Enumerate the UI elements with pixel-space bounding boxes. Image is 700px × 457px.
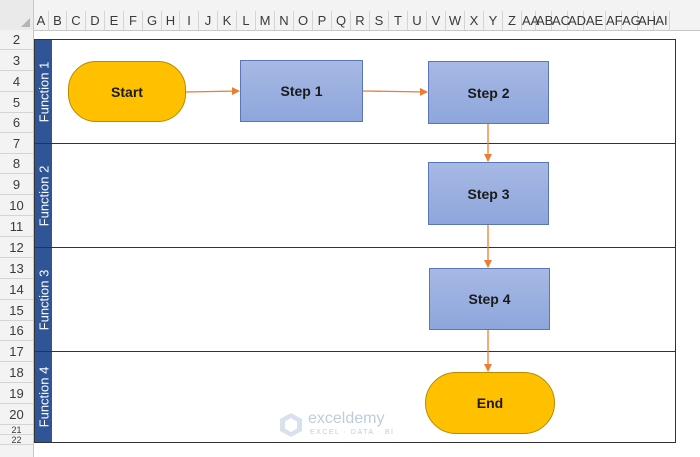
column-header-d[interactable]: D <box>86 11 105 30</box>
lane-function-1: Function 1 <box>35 40 675 144</box>
column-header-ai[interactable]: AI <box>654 11 670 30</box>
row-header-8[interactable]: 8 <box>0 154 33 174</box>
column-header-s[interactable]: S <box>370 11 389 30</box>
step-1-process-shape[interactable]: Step 1 <box>240 60 363 122</box>
watermark: exceldemy EXCEL · DATA · BI <box>278 410 438 440</box>
column-header-ac[interactable]: AC <box>552 11 571 30</box>
column-header-af[interactable]: AF <box>606 11 623 30</box>
step-2-process-shape[interactable]: Step 2 <box>428 61 549 124</box>
row-header-17[interactable]: 17 <box>0 341 33 362</box>
row-header-11[interactable]: 11 <box>0 216 33 237</box>
column-header-p[interactable]: P <box>313 11 332 30</box>
row-header-7[interactable]: 7 <box>0 133 33 154</box>
column-header-e[interactable]: E <box>105 11 124 30</box>
column-header-i[interactable]: I <box>180 11 199 30</box>
column-header-ad[interactable]: AD <box>568 11 587 30</box>
column-header-h[interactable]: H <box>162 11 180 30</box>
column-header-ah[interactable]: AH <box>638 11 657 30</box>
column-header-v[interactable]: V <box>427 11 446 30</box>
row-header-20[interactable]: 20 <box>0 404 33 425</box>
end-terminal-shape[interactable]: End <box>425 372 555 434</box>
column-header-c[interactable]: C <box>67 11 86 30</box>
column-header-ag[interactable]: AG <box>622 11 641 30</box>
start-terminal-shape[interactable]: Start <box>68 61 186 122</box>
watermark-tagline: EXCEL · DATA · BI <box>310 429 395 436</box>
row-header-3[interactable]: 3 <box>0 50 33 71</box>
row-header-13[interactable]: 13 <box>0 258 33 279</box>
lane-label[interactable]: Function 2 <box>35 144 52 247</box>
column-header-k[interactable]: K <box>218 11 237 30</box>
column-header-f[interactable]: F <box>124 11 143 30</box>
row-header-16[interactable]: 16 <box>0 321 33 341</box>
column-header-l[interactable]: L <box>237 11 256 30</box>
lane-function-2: Function 2 <box>35 144 675 248</box>
column-header-y[interactable]: Y <box>484 11 503 30</box>
column-header-q[interactable]: Q <box>332 11 351 30</box>
row-header-4[interactable]: 4 <box>0 71 33 92</box>
column-header-g[interactable]: G <box>143 11 162 30</box>
lane-label[interactable]: Function 3 <box>35 248 52 351</box>
column-header-ab[interactable]: AB <box>536 11 554 30</box>
column-header-m[interactable]: M <box>256 11 275 30</box>
column-header-o[interactable]: O <box>294 11 313 30</box>
row-header-5[interactable]: 5 <box>0 92 33 113</box>
watermark-logo-icon <box>280 413 302 437</box>
lane-function-3: Function 3 <box>35 248 675 352</box>
column-header-x[interactable]: X <box>465 11 484 30</box>
lane-label[interactable]: Function 4 <box>35 352 52 442</box>
row-header-14[interactable]: 14 <box>0 279 33 300</box>
column-header-b[interactable]: B <box>49 11 67 30</box>
step-3-process-shape[interactable]: Step 3 <box>428 162 549 225</box>
column-header-n[interactable]: N <box>275 11 294 30</box>
column-header-z[interactable]: Z <box>503 11 522 30</box>
row-header-9[interactable]: 9 <box>0 174 33 195</box>
column-header-u[interactable]: U <box>408 11 427 30</box>
column-header-ae[interactable]: AE <box>584 11 606 30</box>
row-header-10[interactable]: 10 <box>0 195 33 216</box>
column-header-aa[interactable]: AA <box>522 11 540 30</box>
row-header-21[interactable]: 21 <box>0 425 33 435</box>
row-header-6[interactable]: 6 <box>0 113 33 133</box>
step-4-process-shape[interactable]: Step 4 <box>429 268 550 330</box>
row-header-2[interactable]: 2 <box>0 30 33 50</box>
select-all-corner[interactable] <box>0 0 34 30</box>
row-header-19[interactable]: 19 <box>0 383 33 404</box>
row-header-12[interactable]: 12 <box>0 237 33 258</box>
watermark-name: exceldemy <box>308 410 385 427</box>
column-header-j[interactable]: J <box>199 11 218 30</box>
row-header-22[interactable]: 22 <box>0 435 33 445</box>
column-header-a[interactable]: A <box>34 11 49 30</box>
lane-label[interactable]: Function 1 <box>35 40 52 143</box>
column-header-t[interactable]: T <box>389 11 408 30</box>
row-header-18[interactable]: 18 <box>0 362 33 383</box>
column-header-r[interactable]: R <box>351 11 370 30</box>
row-header-15[interactable]: 15 <box>0 300 33 321</box>
column-header-w[interactable]: W <box>446 11 465 30</box>
lane-function-4: Function 4 <box>35 352 675 442</box>
